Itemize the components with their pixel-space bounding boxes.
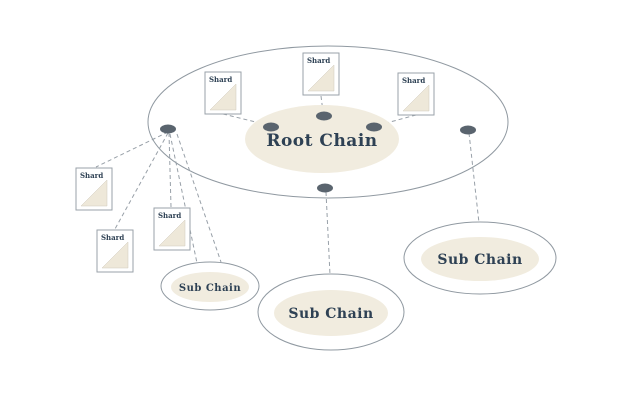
root-chain-ellipse	[245, 105, 399, 173]
root-chain: Root Chain	[245, 105, 399, 173]
sub-chain-inner-ellipse	[274, 290, 388, 336]
dashed-connector	[114, 132, 169, 230]
shard-box: Shard	[96, 229, 134, 273]
dashed-connections	[95, 95, 480, 276]
root-chain-label: Root Chain	[266, 131, 377, 151]
sub-chain-label: Sub Chain	[437, 252, 522, 268]
shard-label: Shard	[209, 75, 232, 84]
dashed-connector	[320, 95, 324, 113]
dashed-connector	[169, 133, 198, 264]
network-node	[160, 124, 176, 134]
shard-label: Shard	[402, 76, 425, 85]
network-nodes	[160, 111, 476, 193]
dashed-connector	[95, 131, 169, 168]
dashed-connector	[168, 132, 172, 208]
shard-label: Shard	[101, 233, 124, 242]
sub-chain-inner-ellipse	[421, 237, 539, 281]
shard-triangle-icon	[101, 241, 129, 269]
network-node	[460, 125, 476, 135]
shard-box: Shard	[302, 52, 340, 96]
shard-label: Shard	[158, 211, 181, 220]
shard-box: Shard	[153, 207, 191, 251]
shard-triangle-icon	[307, 64, 335, 92]
shard-box: Shard	[397, 72, 435, 116]
shard-triangle-icon	[158, 219, 186, 247]
dashed-connector	[468, 132, 480, 224]
shard-label: Shard	[307, 56, 330, 65]
sub-chain: Sub Chain	[257, 273, 405, 351]
sub-chain: Sub Chain	[403, 221, 557, 295]
network-node	[263, 122, 279, 132]
network-node	[317, 183, 333, 193]
shard-label: Shard	[80, 171, 103, 180]
dashed-connector	[325, 191, 331, 276]
shard-box: Shard	[75, 167, 113, 211]
sub-chain-label: Sub Chain	[288, 306, 373, 322]
sub-chain: Sub Chain	[160, 261, 260, 311]
network-node	[366, 122, 382, 132]
shard-triangle-icon	[402, 84, 430, 112]
shard-triangle-icon	[80, 179, 108, 207]
shard-box: Shard	[204, 71, 242, 115]
sub-chain-inner-ellipse	[171, 272, 249, 302]
network-node	[316, 111, 332, 121]
dashed-connector	[176, 133, 222, 263]
sub-chain-label: Sub Chain	[179, 283, 241, 294]
shard-triangle-icon	[209, 83, 237, 111]
